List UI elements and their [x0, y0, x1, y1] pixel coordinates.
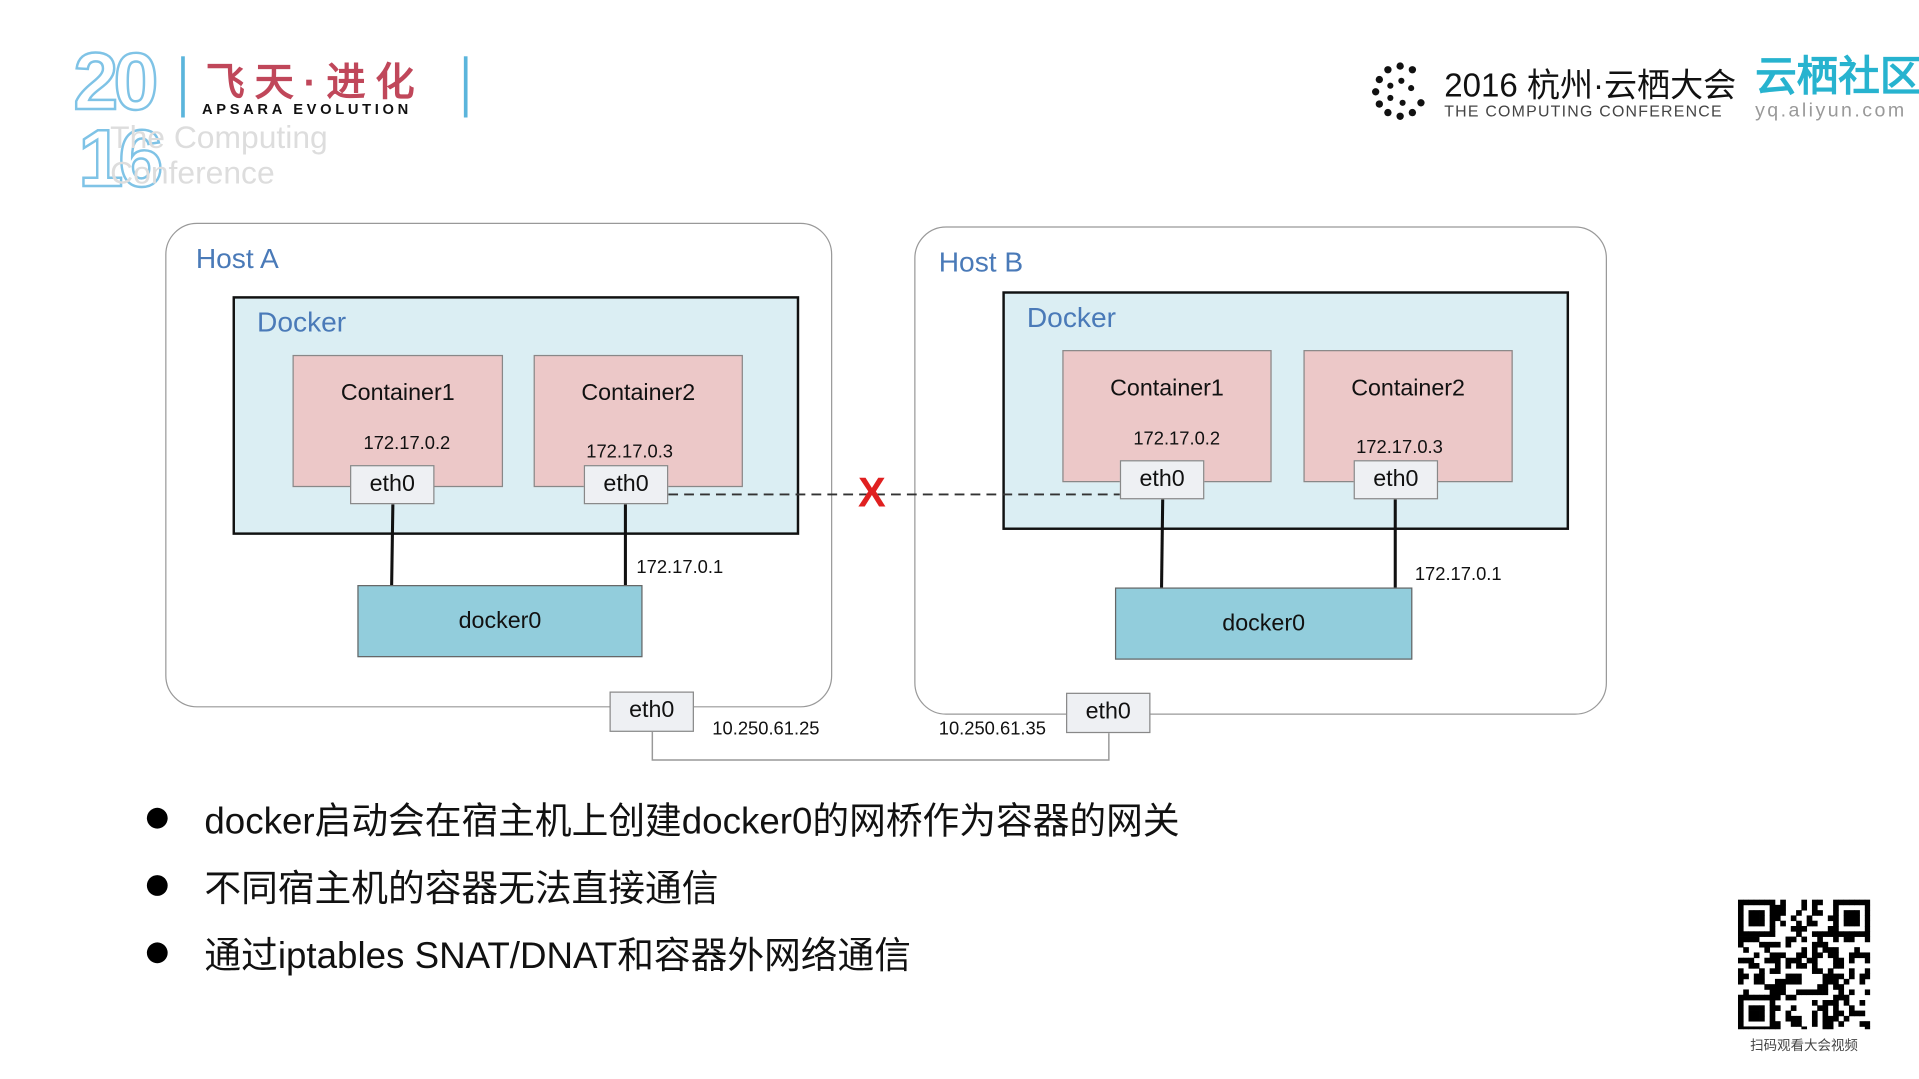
host-b-docker0: docker0	[1114, 587, 1413, 660]
host-a-docker-label: Docker	[257, 305, 347, 338]
community-title: 云栖社区	[1755, 53, 1919, 101]
conference-logo: 2016 杭州·云栖大会 THE COMPUTING CONFERENCE	[1368, 56, 1737, 125]
bullet-item: docker启动会在宿主机上创建docker0的网桥作为容器的网关	[146, 791, 1180, 845]
host-a-container1-eth0: eth0	[350, 465, 435, 505]
host-b-veth1-line	[1159, 499, 1165, 593]
host-a-veth1-line	[390, 504, 395, 586]
container-name: Container2	[581, 380, 696, 407]
container-name: Container2	[1351, 375, 1465, 402]
host-a-bridge-ip: 172.17.0.1	[636, 556, 724, 578]
bullet-dot-icon	[146, 807, 168, 828]
container-name: Container1	[340, 380, 455, 407]
host-b-ip: 10.250.61.35	[938, 718, 1046, 740]
host-a-container2-eth0: eth0	[583, 465, 669, 505]
bullet-item: 不同宿主机的容器无法直接通信	[146, 858, 719, 912]
host-b-label: Host B	[938, 246, 1024, 278]
host-a-eth0: eth0	[609, 691, 694, 732]
logo-year-bottom: 16	[77, 111, 164, 204]
host-a-label: Host A	[195, 242, 279, 275]
host-b-container2-ip: 172.17.0.3	[1356, 436, 1443, 458]
logo-bracket	[181, 56, 468, 118]
bullet-dot-icon	[146, 874, 168, 896]
blocked-x-mark: X	[857, 469, 886, 517]
community-logo: 云栖社区 yq.aliyun.com	[1755, 54, 1919, 123]
host-b-container2-eth0: eth0	[1353, 460, 1439, 500]
host-b-bridge-ip: 172.17.0.1	[1414, 564, 1502, 586]
host-a-container2-ip: 172.17.0.3	[586, 441, 674, 463]
host-a-container1-ip: 172.17.0.2	[363, 433, 451, 455]
bullet-dot-icon	[146, 941, 168, 963]
bullet-text: 不同宿主机的容器无法直接通信	[204, 868, 719, 910]
logo-title-en: APSARA EVOLUTION	[201, 100, 412, 118]
logo-title-cn: 飞天·进化	[205, 59, 425, 105]
host-b-docker-label: Docker	[1026, 301, 1117, 333]
host-a-docker0: docker0	[357, 585, 643, 658]
logo-year-top: 20	[72, 34, 159, 127]
host-b-eth0: eth0	[1066, 692, 1151, 734]
logo-subtitle: The Computing Conference	[110, 118, 328, 191]
apsara-logo: 20 16 The Computing Conference 飞天·进化 APS…	[72, 34, 477, 204]
conference-dots-icon	[1371, 62, 1425, 120]
bullet-item: 通过iptables SNAT/DNAT和容器外网络通信	[146, 925, 911, 979]
qr-caption: 扫码观看大会视频	[1750, 1039, 1858, 1054]
community-url: yq.aliyun.com	[1755, 100, 1907, 122]
qr-code-icon	[1737, 899, 1871, 1030]
conference-subtitle: THE COMPUTING CONFERENCE	[1444, 101, 1723, 120]
host-b-container1-eth0: eth0	[1119, 460, 1205, 500]
bullet-text: 通过iptables SNAT/DNAT和容器外网络通信	[204, 936, 911, 977]
conference-title: 2016 杭州·云栖大会	[1444, 67, 1737, 105]
host-b-container1-ip: 172.17.0.2	[1133, 428, 1221, 450]
host-a-ip: 10.250.61.25	[712, 718, 820, 740]
host-network-link	[651, 731, 1110, 761]
bullet-text: docker启动会在宿主机上创建docker0的网桥作为容器的网关	[204, 801, 1180, 843]
container-name: Container1	[1110, 375, 1224, 402]
